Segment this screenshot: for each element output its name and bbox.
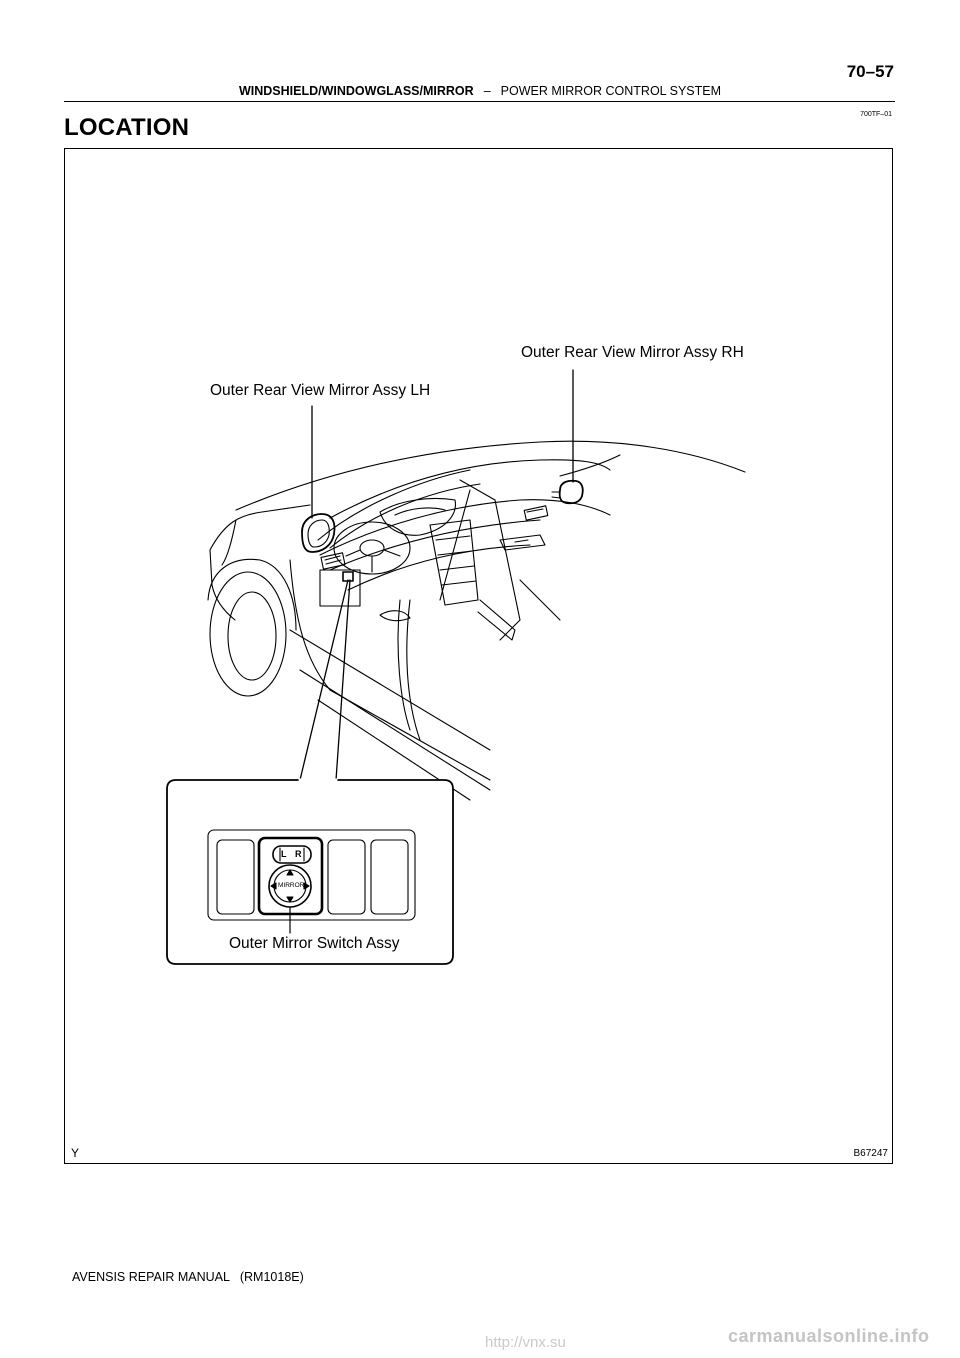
door-edge (397, 599, 411, 731)
air-vent-right (523, 505, 549, 521)
door-handle (379, 610, 411, 622)
body-side (289, 559, 491, 781)
header-title: WINDSHIELD/WINDOWGLASS/MIRROR–POWER MIRR… (0, 84, 960, 98)
steering-wheel (333, 521, 411, 575)
switch-right-label: R (295, 849, 302, 859)
footer-text: AVENSIS REPAIR MANUAL (RM1018E) (72, 1270, 304, 1284)
air-vent-left (320, 552, 346, 570)
inset-box (166, 779, 454, 965)
watermark-url: http://vnx.su (485, 1334, 566, 1351)
callout-mirror-lh: Outer Rear View Mirror Assy LH (210, 382, 431, 399)
roof-line (235, 440, 746, 511)
header-rule (64, 101, 895, 102)
figure-id: B67247 (853, 1148, 888, 1159)
header-separator: – (483, 84, 491, 98)
dashboard (319, 499, 611, 556)
blank-switch-3 (370, 839, 409, 915)
mirror-lh-drawing (301, 513, 336, 553)
windshield-header (329, 459, 611, 519)
page-number: 70–57 (846, 62, 894, 81)
leader-switch-right (335, 579, 351, 781)
blank-switch-2 (327, 839, 366, 915)
page-heading: LOCATION (64, 114, 190, 141)
watermark-site-logo: carmanualsonline.info (728, 1326, 930, 1346)
leader-switch-left (299, 579, 349, 781)
reference-code: 700TF–01 (860, 111, 892, 118)
figure-frame (64, 148, 893, 1164)
header-subsection: POWER MIRROR CONTROL SYSTEM (500, 84, 722, 98)
center-console (429, 519, 479, 606)
figure-corner-mark: Y (71, 1146, 80, 1160)
switch-panel (207, 829, 416, 921)
switch-left-label: L (281, 849, 287, 859)
blank-switch-1 (216, 839, 255, 915)
header-section: WINDSHIELD/WINDOWGLASS/MIRROR (238, 84, 474, 98)
mirror-rh-drawing (551, 479, 584, 505)
front-wheel (209, 571, 287, 697)
callout-mirror-rh: Outer Rear View Mirror Assy RH (521, 344, 744, 361)
hood (209, 504, 311, 551)
switch-knob-label: MIRROR (278, 882, 305, 889)
lr-selector (272, 845, 312, 864)
callout-mirror-switch: Outer Mirror Switch Assy (229, 935, 400, 952)
instrument-cluster (379, 497, 456, 536)
